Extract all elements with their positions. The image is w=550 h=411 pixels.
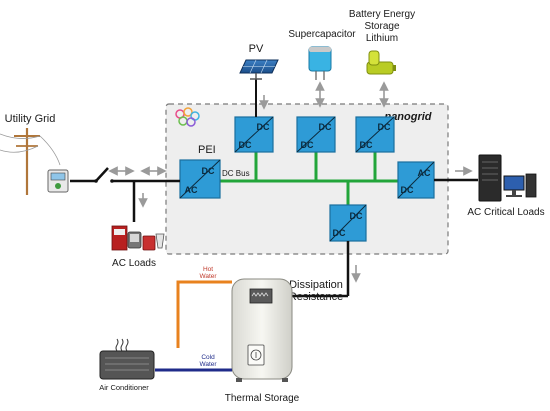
nanogrid-label: nanogrid [384, 111, 431, 123]
pv-label: PV [249, 43, 264, 55]
water-tank-icon [231, 278, 293, 382]
pei-label: PEI [198, 144, 216, 156]
smart-home-icon [175, 107, 200, 127]
pei-converter-top-label: DC [202, 166, 215, 176]
air-conditioner-label: Air Conditioner [99, 383, 149, 392]
server-computer-icon [478, 154, 537, 202]
capacitor-icon [308, 46, 332, 80]
ac-loads-label: AC Loads [112, 258, 156, 269]
hot-water-label-line2: Water [199, 273, 217, 280]
supercap-converter-bottom-label: DC [301, 140, 314, 150]
critical-converter-top-label: AC [418, 168, 431, 178]
grid-flow-arrows [108, 166, 167, 208]
dissipation-converter-bottom-label: DC [333, 228, 346, 238]
dissipation-label-line2: Resistance [289, 291, 343, 303]
air-conditioner-icon [99, 338, 155, 380]
ac-critical-loads-label: AC Critical Loads [467, 207, 544, 218]
power-pole-icon [0, 128, 61, 195]
supercapacitor-converter: DC DC [296, 116, 336, 153]
dissipation-converter-top-label: DC [350, 211, 363, 221]
pei-converter: DC AC [179, 159, 221, 199]
cold-water-label-line1: Cold [201, 354, 215, 361]
pei-converter-bottom-label: AC [185, 185, 198, 195]
pv-converter-bottom-label: DC [239, 140, 252, 150]
thermal-storage-label: Thermal Storage [225, 393, 300, 404]
dissipation-converter: DC DC [329, 204, 367, 242]
supercap-converter-top-label: DC [319, 122, 332, 132]
battery-label-line3: Lithium [366, 33, 398, 44]
critical-load-converter: AC DC [397, 161, 435, 199]
switch-icon [94, 179, 114, 183]
solar-panel-icon [239, 59, 279, 80]
hot-water-pipe [176, 280, 232, 348]
utility-grid-label: Utility Grid [5, 113, 56, 125]
hot-water-label-line1: Hot [203, 266, 213, 273]
supercapacitor-label: Supercapacitor [288, 29, 356, 40]
battery-icon [366, 50, 396, 75]
battery-converter-bottom-label: DC [360, 140, 373, 150]
battery-label-line1: Battery Energy [349, 9, 415, 20]
pv-converter-top-label: DC [257, 122, 270, 132]
battery-label-line2: Storage [364, 21, 399, 32]
battery-converter: DC DC [355, 116, 395, 153]
dc-bus [220, 150, 398, 205]
cold-water-label-line2: Water [199, 361, 217, 368]
grid-line [70, 167, 180, 222]
dissipation-label-line1: Dissipation [289, 279, 343, 291]
battery-converter-top-label: DC [378, 122, 391, 132]
critical-converter-bottom-label: DC [401, 185, 414, 195]
dc-bus-label: DC Bus [222, 169, 250, 178]
pv-converter: DC DC [234, 116, 274, 153]
meter-icon [47, 169, 69, 193]
appliances-icon [111, 225, 165, 251]
